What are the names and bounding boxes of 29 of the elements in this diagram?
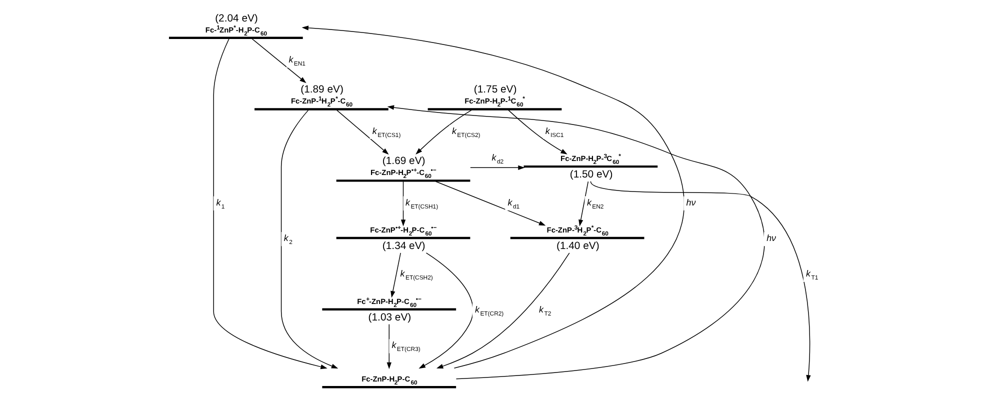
edge-label: k$_{T1}$ — [806, 268, 818, 282]
node-label: (1.69 eV) — [382, 156, 425, 168]
node-label: Fc-ZnP-H$_{2}$P-C$_{60}$ — [361, 374, 417, 387]
node-label: Fc-$^{1}$ZnP$^{*}$-H$_{2}$P-C$_{60}$ — [204, 25, 267, 38]
edge-label: k$_{ET(CSH2)}$ — [400, 268, 432, 282]
edge-label: hν — [766, 233, 776, 244]
edge-label: hν — [686, 197, 696, 208]
node-label: (1.03 eV) — [368, 312, 411, 324]
node-label: (1.89 eV) — [300, 84, 343, 96]
node-label: (1.75 eV) — [473, 84, 516, 96]
node-label: Fc-ZnP-$^{3}$H$_{2}$P$^{*}$-C$_{60}$ — [546, 225, 608, 238]
edge-label: k$_{ET(CSH1)}$ — [404, 197, 438, 210]
edge-label: k$_{EN2}$ — [586, 197, 604, 210]
node-label: (2.04 eV) — [214, 13, 258, 24]
node-label: (1.34 eV) — [382, 240, 425, 252]
edge-label: k$_{EN1}$ — [288, 54, 305, 68]
edge-label: k$_{d2}$ — [491, 152, 504, 166]
edge-label: k$_{ET(CS2)}$ — [451, 126, 480, 139]
edge-label: k$_{2}$ — [283, 233, 292, 246]
node-label: (1.40 eV) — [556, 240, 599, 252]
edge-label: k$_{ET(CR3)}$ — [391, 340, 420, 354]
node-label: Fc-ZnP-$^{1}$H$_{2}$P$^{*}$-C$_{60}$ — [290, 96, 352, 109]
node-label: (1.50 eV) — [569, 169, 612, 180]
edge-label: k$_{ET(CS1)}$ — [372, 126, 400, 139]
edge-label: k$_{d1}$ — [507, 197, 520, 210]
edge-label: k$_{ET(CR2)}$ — [474, 304, 504, 318]
edge-label: k$_{T2}$ — [538, 304, 551, 318]
edge-label: k$_{1}$ — [216, 197, 224, 210]
edge-label: k$_{ISC1}$ — [544, 126, 564, 139]
